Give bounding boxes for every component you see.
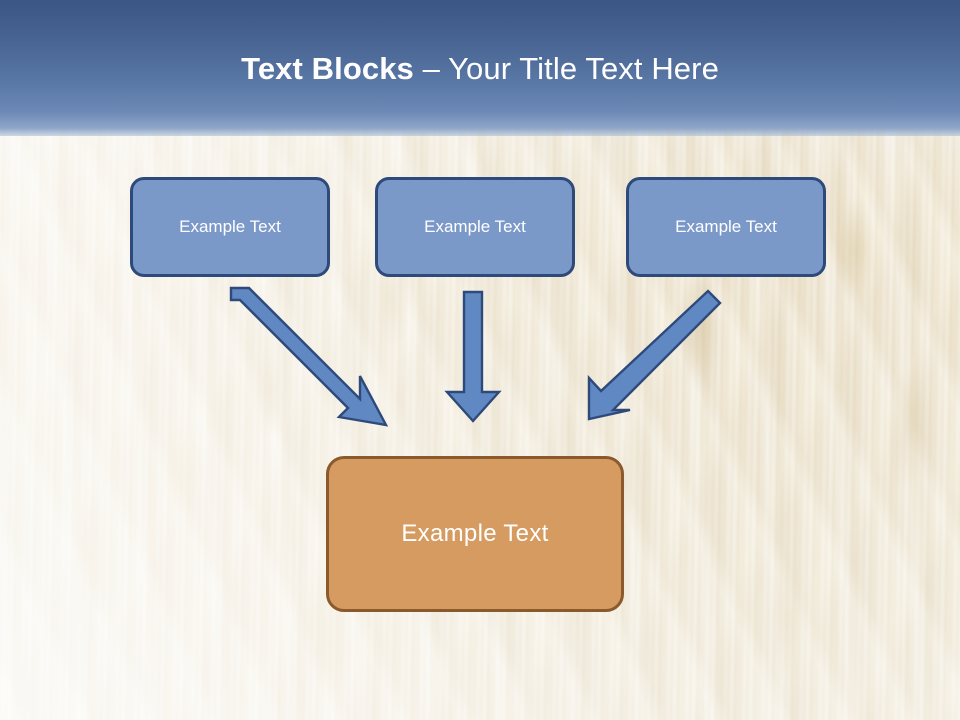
page-title-regular: – Your Title Text Here	[422, 51, 719, 86]
page-title: Text Blocks – Your Title Text Here	[0, 50, 960, 88]
title-banner	[0, 0, 960, 136]
text-block-result-label: Example Text	[401, 520, 549, 547]
text-block-1[interactable]: Example Text	[130, 177, 330, 277]
text-block-1-label: Example Text	[179, 217, 281, 236]
text-block-2[interactable]: Example Text	[375, 177, 575, 277]
text-block-3-label: Example Text	[675, 217, 777, 236]
text-block-result[interactable]: Example Text	[326, 456, 624, 612]
page-title-bold: Text Blocks	[241, 51, 414, 86]
text-block-3[interactable]: Example Text	[626, 177, 826, 277]
text-block-2-label: Example Text	[424, 217, 526, 236]
